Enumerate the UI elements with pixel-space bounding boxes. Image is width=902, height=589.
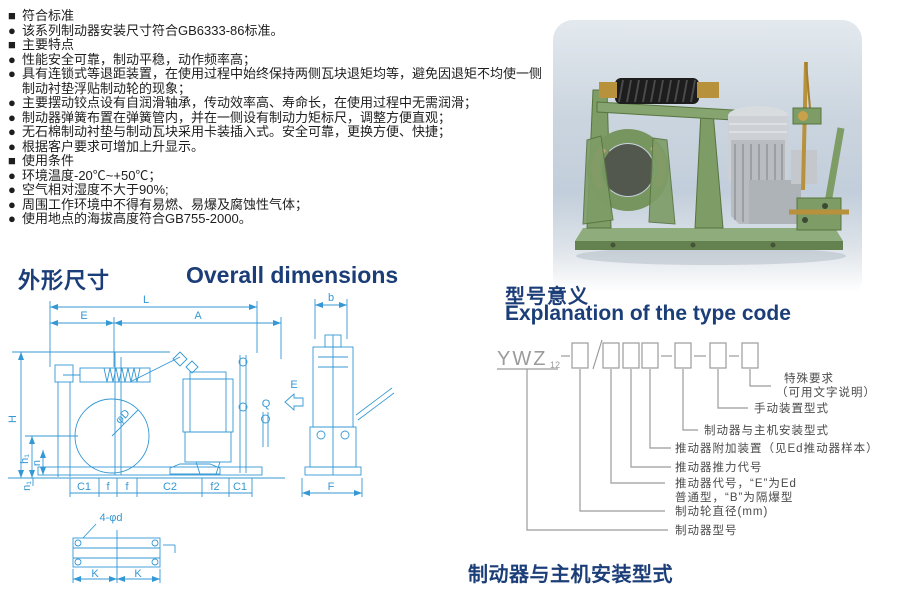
dim-K1: K (91, 568, 99, 580)
feature-line: ●使用地点的海拔高度符合GB755-2000。 (8, 211, 252, 226)
type-code-label: 普通型，“B”为隔爆型 (675, 490, 793, 504)
feature-line: ●性能安全可靠，制动平稳，动作频率高； (8, 51, 257, 67)
type-code-label: 手动装置型式 (754, 401, 829, 415)
type-code-connector (749, 369, 771, 387)
dim-K2: K (134, 568, 142, 580)
dim-C1a: C1 (77, 481, 91, 493)
dim-n: n (31, 460, 43, 466)
feature-line: ●制动器弹簧布置在弹簧管内，并在一侧设有制动力矩标尺，调整方便直观； (8, 109, 452, 125)
feature-line: ●主要摆动铰点设有自润滑轴承，传动效率高、寿命长，在使用过程中无需润滑； (8, 95, 478, 110)
dim-holes: 4-φd (99, 512, 122, 524)
feature-line: ■主要特点 (8, 37, 75, 52)
feature-line: ●周围工作环境中不得有易燃、易爆及腐蚀性气体； (8, 196, 309, 212)
type-code-connector (649, 369, 671, 449)
type-code-label: 推动器附加装置（见Ed推动器样本） (675, 441, 879, 455)
type-code-label: 推动器代号，“E”为Ed (675, 476, 797, 490)
feature-list: ■符合标准●该系列制动器安装尺寸符合GB6333-86标准。■主要特点●性能安全… (8, 8, 583, 227)
dim-H: H (7, 415, 19, 423)
type-code-connector (682, 369, 698, 431)
feature-line: ●空气相对湿度不大于90%; (8, 182, 169, 197)
type-code-label: 推动器推力代号 (675, 460, 763, 474)
footer-title: 制动器与主机安装型式 (468, 564, 673, 586)
type-code-prefix-sub: 12 (550, 360, 560, 370)
type-code-label: 制动器与主机安装型式 (704, 423, 829, 437)
feature-line: ■使用条件 (8, 153, 75, 168)
type-code-connector (526, 369, 668, 531)
type-code-connector (717, 369, 748, 409)
dimensions-title-en: Overall dimensions (186, 262, 399, 288)
type-code-label: 制动轮直径(mm) (675, 504, 768, 518)
feature-line: 制动衬垫浮贴制动轮的现象； (22, 80, 192, 96)
feature-line: ■符合标准 (8, 8, 75, 23)
feature-line: ●具有连锁式等退距装置，在使用过程中始终保持两侧瓦块退矩均等，避免因退矩不均使一… (8, 66, 543, 81)
dim-n1: n₁ (21, 481, 33, 491)
feature-line: ●无石棉制动衬垫与制动瓦块采用卡装插入式。安全可靠，更换方便、快捷； (8, 124, 452, 139)
product-photo (553, 20, 862, 298)
brake-photo-illustration (575, 61, 849, 265)
overall-dimensions-drawing: L E A b H h₁ n n₁ Q E φD C1 f f C2 f2 C1… (7, 292, 395, 583)
type-code-connector (610, 369, 665, 484)
feature-line: ●环境温度-20℃~+50℃； (8, 167, 162, 183)
dim-E-arrow: E (290, 379, 297, 391)
feature-line: ●根据客户要求可增加上升显示。 (8, 138, 205, 154)
type-code-prefix: YWZ (497, 348, 547, 370)
typecode-title-en: Explanation of the type code (505, 302, 791, 325)
dim-fb: f (125, 481, 129, 493)
dim-C2: C2 (163, 481, 177, 493)
feature-line: ●该系列制动器安装尺寸符合GB6333-86标准。 (8, 22, 284, 38)
typecode-title-zh: 型号意义 (505, 286, 589, 308)
dimensions-title-zh: 外形尺寸 (18, 268, 111, 293)
dim-A: A (194, 310, 202, 322)
dim-E: E (80, 310, 87, 322)
dim-f2: f2 (210, 481, 219, 493)
type-code-connector (630, 369, 671, 468)
type-code-label: 制动器型号 (675, 523, 738, 537)
dim-fa: f (106, 481, 110, 493)
dim-h1: h₁ (19, 454, 31, 464)
dim-phiD: φD (113, 407, 132, 426)
dim-C1b: C1 (233, 481, 247, 493)
dim-Q: Q (262, 398, 271, 410)
type-code-connector (579, 369, 665, 512)
dim-L: L (143, 294, 149, 306)
type-code-label: 特殊要求 (784, 371, 834, 385)
dim-F: F (328, 481, 335, 493)
dim-b: b (328, 292, 334, 304)
type-code-label: （可用文字说明） (776, 385, 876, 399)
type-code-diagram: YWZ 12 制动器型号 制动轮直径(mm) 推动器代号，“E”为Ed普通型，“B”… (497, 339, 879, 537)
